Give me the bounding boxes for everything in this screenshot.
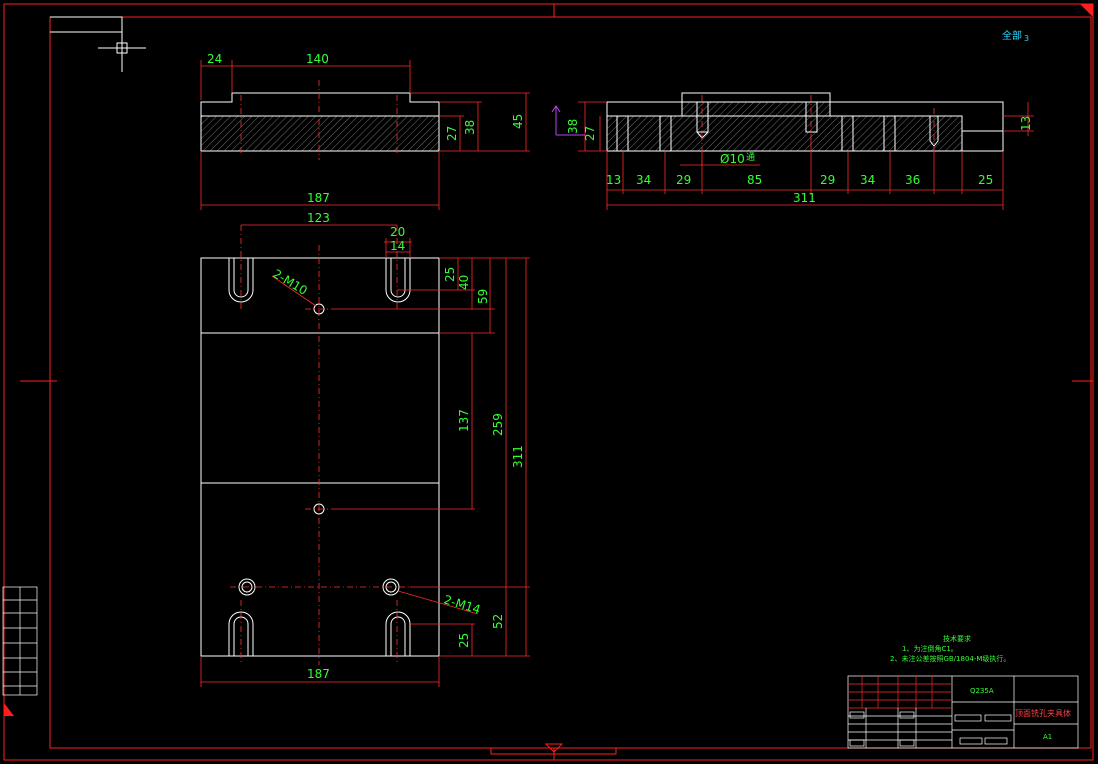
side-view-section [606,115,963,152]
dim-45: 45 [511,114,525,129]
dim-187-top: 187 [307,191,330,205]
notes-line-2: 2、未注公差按照GB/1804-M级执行。 [890,654,1010,663]
plan-view: 123 20 14 25 40 59 137 259 311 52 25 187… [200,211,530,687]
dim-34b: 34 [860,173,875,187]
slot-top-right [385,258,411,303]
dim-140: 140 [306,52,329,66]
dim-137: 137 [457,409,471,432]
dim-25-plan-top: 25 [443,267,457,282]
dim-25-plan-bottom: 25 [457,633,471,648]
dim-13-right: 13 [1019,116,1033,131]
side-view-top-outline [606,92,1004,131]
dim-38-top: 38 [463,120,477,135]
corner-triangle-left [4,703,14,716]
dim-14: 14 [390,239,405,253]
bottom-strip [490,747,617,755]
dim-20: 20 [390,225,405,239]
dim-d10: Ø10 [720,152,745,166]
plan-outline [200,257,440,657]
dim-36: 36 [905,173,920,187]
front-view: 24 140 187 27 38 45 [200,52,530,210]
corner-roughness-label: 全部 [1002,29,1022,42]
slot-bottom-right [385,611,411,656]
left-revision-table [2,586,38,696]
front-view-top-step [200,92,440,116]
outer-frame [3,3,1094,761]
dim-34a: 34 [636,173,651,187]
dim-24: 24 [207,52,222,66]
dim-311-plan: 311 [511,445,525,468]
dim-40: 40 [457,275,471,290]
dim-25-side: 25 [978,173,993,187]
dim-59: 59 [476,289,490,304]
dim-52: 52 [491,614,505,629]
dim-123: 123 [307,211,330,225]
dim-187-plan: 187 [307,667,330,681]
title-block-material: Q235A [970,687,994,695]
side-view: 38 27 13 Ø10 通 13 34 29 85 29 34 36 25 3… [551,92,1034,210]
dim-29b: 29 [820,173,835,187]
title-block [847,675,1079,749]
notes-line-1: 1、为注倒角C1。 [902,644,958,653]
title-block-sheet: A1 [1043,733,1052,741]
title-block-part-name: 顶面铣孔夹具体 [1015,708,1071,718]
dim-38-side: 38 [566,119,580,134]
dim-259: 259 [491,413,505,436]
corner-triangle-top [1080,4,1093,17]
ucs-marker [50,16,146,72]
slot-top-left [228,258,254,303]
dim-85: 85 [747,173,762,187]
dim-27-side: 27 [583,126,597,141]
front-view-section [200,115,440,152]
dim-29a: 29 [676,173,691,187]
dim-13: 13 [606,173,621,187]
notes-title: 技术要求 [943,634,971,643]
corner-roughness-number: 3 [1024,34,1029,43]
label-2-m14: 2-M14 [442,592,482,616]
dim-d10-through: 通 [746,152,755,163]
dim-311-side: 311 [793,191,816,205]
dim-27-top: 27 [445,126,459,141]
slot-bottom-left [228,611,254,656]
label-2-m10: 2-M10 [270,267,309,298]
